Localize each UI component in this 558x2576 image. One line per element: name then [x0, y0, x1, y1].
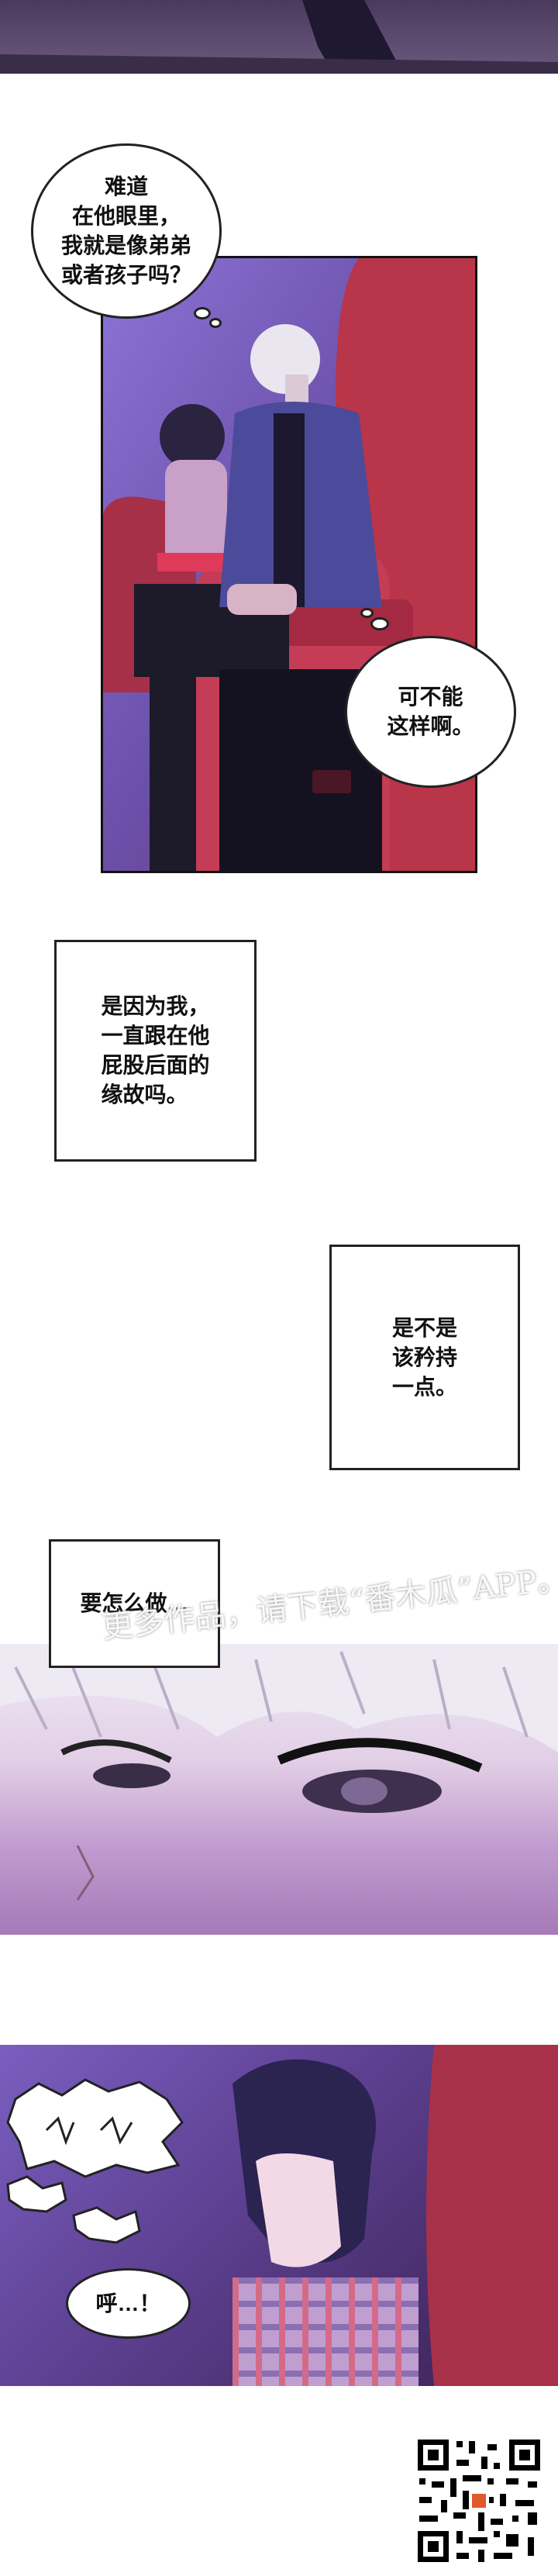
bubble-tail-dot [194, 307, 211, 319]
closeup-art [0, 1644, 558, 1901]
qr-code-art [413, 2435, 545, 2567]
bubble-tail-dot [370, 617, 389, 630]
speech-bubble-sigh: 呼…！ [66, 2268, 191, 2339]
theatre-art [103, 258, 475, 871]
theatre-panel [101, 256, 477, 873]
narration-box-1: 是因为我， 一直跟在他 屁股后面的 缘故吗。 [54, 940, 257, 1162]
top-panel-art [0, 0, 558, 74]
qr-code [413, 2435, 545, 2567]
bubble-tail-dot [209, 318, 222, 328]
narration-box-3: 要怎么做… [49, 1539, 220, 1668]
speech-bubble-cant: 可不能 这样啊。 [345, 636, 516, 788]
sigh-panel [0, 2045, 558, 2386]
narration-box-2: 是不是 该矜持 一点。 [329, 1245, 520, 1470]
speech-bubble-question: 难道 在他眼里， 我就是像弟弟 或者孩子吗？ [31, 143, 222, 319]
bubble-tail-dot [360, 608, 374, 618]
sigh-art [6, 2045, 558, 2386]
top-panel [0, 0, 558, 74]
closeup-panel [0, 1644, 558, 1935]
